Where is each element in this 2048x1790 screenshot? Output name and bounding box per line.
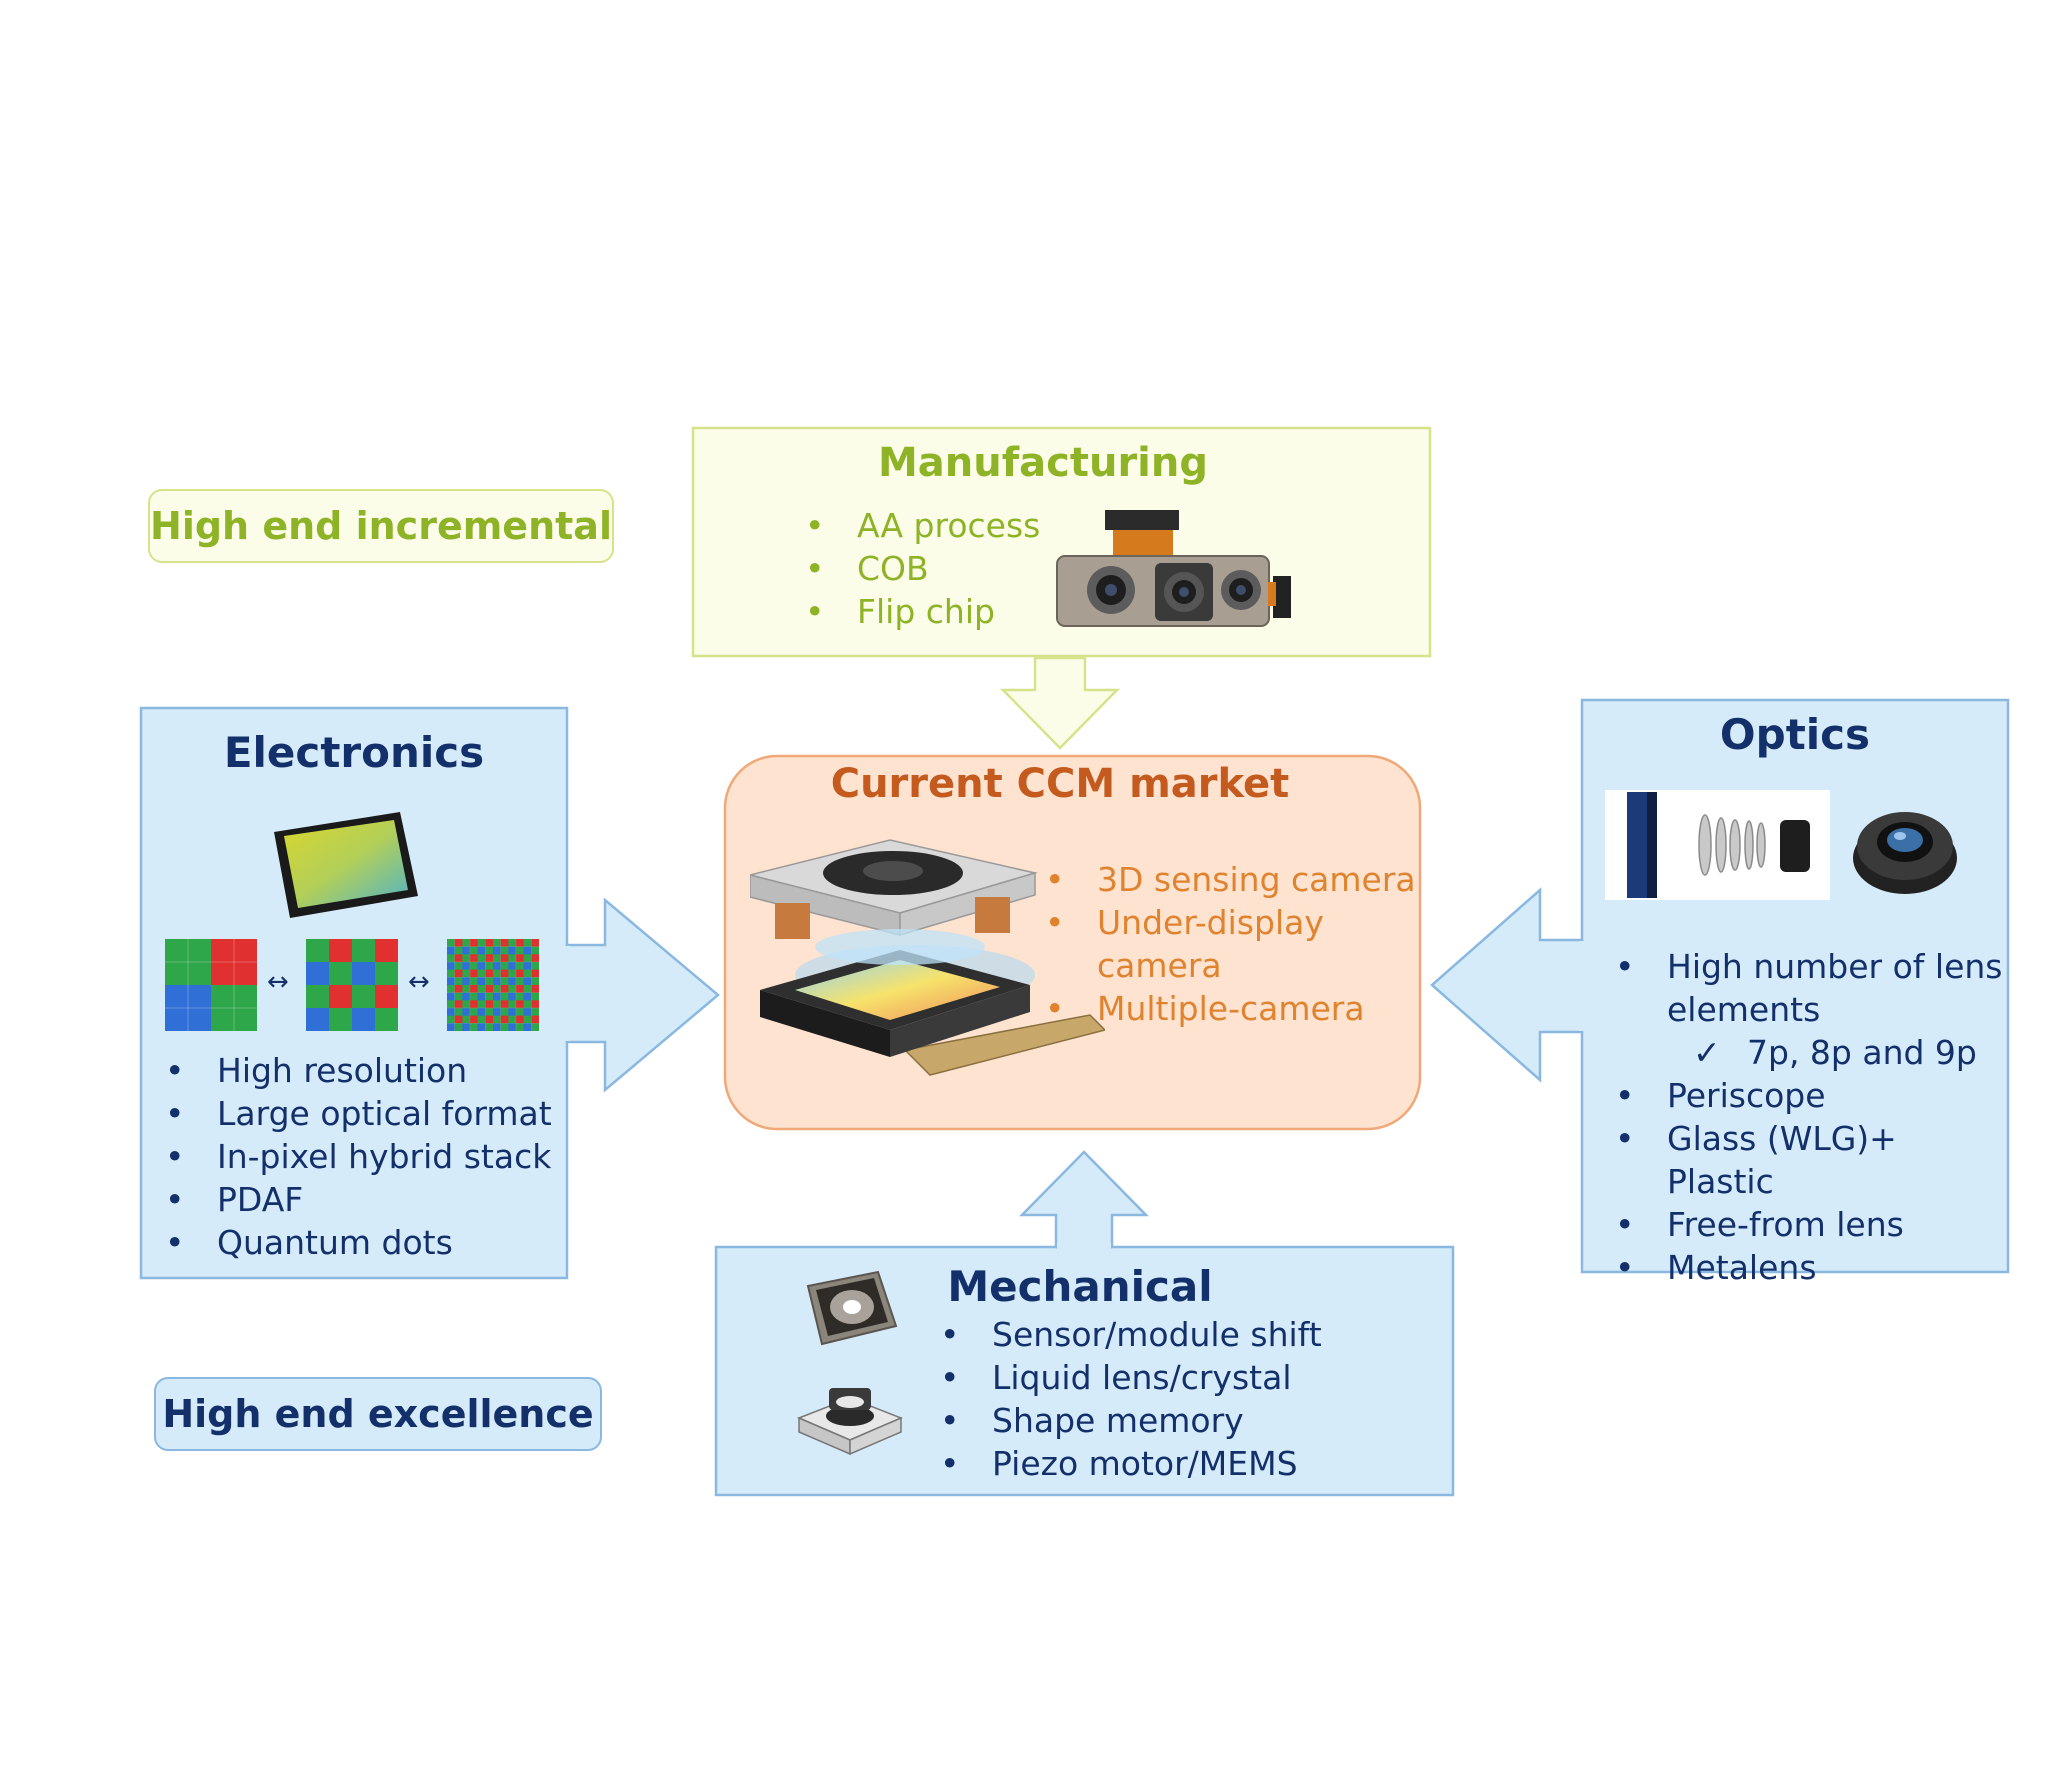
optics-arrow xyxy=(1430,887,1584,1083)
list-item: AA process xyxy=(795,504,1075,547)
legend-incremental: High end incremental xyxy=(148,489,614,563)
lens-stack-icon xyxy=(1605,790,1830,900)
optics-item-1-line1: High number of lens xyxy=(1667,947,2003,986)
vcm-icon xyxy=(797,1388,903,1456)
list-item: Large optical format xyxy=(155,1092,565,1135)
list-item: Liquid lens/crystal xyxy=(930,1356,1370,1399)
list-item: PDAF xyxy=(155,1178,565,1221)
mechanical-list: Sensor/module shift Liquid lens/crystal … xyxy=(930,1313,1370,1485)
manufacturing-arrow xyxy=(1000,656,1120,750)
electronics-list: High resolution Large optical format In-… xyxy=(155,1049,565,1264)
list-item: Glass (WLG)+ Plastic xyxy=(1605,1117,2005,1203)
list-item: Flip chip xyxy=(795,590,1075,633)
list-item: In-pixel hybrid stack xyxy=(155,1135,565,1178)
list-item: Under-display camera xyxy=(1035,901,1425,987)
list-item: Sensor/module shift xyxy=(930,1313,1370,1356)
list-item: Quantum dots xyxy=(155,1221,565,1264)
optics-list: High number of lens elements ✓ 7p, 8p an… xyxy=(1605,945,2005,1289)
list-item: Multiple-camera xyxy=(1035,987,1425,1030)
legend-excellence-label: High end excellence xyxy=(162,1392,594,1436)
list-subitem: ✓ 7p, 8p and 9p xyxy=(1605,1031,2005,1074)
optics-subitem-label: 7p, 8p and 9p xyxy=(1747,1033,1977,1072)
actuator-icon xyxy=(806,1270,898,1346)
lens-unit-icon xyxy=(1853,812,1957,894)
manufacturing-title: Manufacturing xyxy=(878,440,1208,486)
check-icon: ✓ xyxy=(1693,1033,1721,1072)
list-item: Piezo motor/MEMS xyxy=(930,1442,1370,1485)
camera-module-icon xyxy=(1056,510,1291,627)
legend-incremental-label: High end incremental xyxy=(150,504,612,548)
list-item: Shape memory xyxy=(930,1399,1370,1442)
list-item: High number of lens elements xyxy=(1605,945,2005,1031)
transition-arrow: ↔ xyxy=(408,967,430,997)
optics-title: Optics xyxy=(1719,710,1871,759)
transition-arrow: ↔ xyxy=(267,967,289,997)
bayer-pattern-icon xyxy=(306,939,398,1031)
list-item: COB xyxy=(795,547,1075,590)
list-item: 3D sensing camera xyxy=(1035,858,1425,901)
bayer-pattern-row: ↔ ↔ xyxy=(165,939,545,1031)
electronics-arrow xyxy=(565,897,720,1093)
optics-item-1-line2: elements xyxy=(1667,990,1821,1029)
bayer-pattern-icon xyxy=(165,939,257,1031)
center-list: 3D sensing camera Under-display camera M… xyxy=(1035,858,1425,1030)
manufacturing-list: AA process COB Flip chip xyxy=(795,504,1075,633)
list-item: Free-from lens xyxy=(1605,1203,2005,1246)
electronics-title: Electronics xyxy=(223,728,485,777)
bayer-pattern-icon xyxy=(447,939,539,1031)
center-title: Current CCM market xyxy=(830,761,1290,807)
mechanical-arrow xyxy=(1019,1150,1149,1249)
list-item: High resolution xyxy=(155,1049,565,1092)
legend-excellence: High end excellence xyxy=(154,1377,602,1451)
mechanical-title: Mechanical xyxy=(947,1262,1213,1311)
list-item: Metalens xyxy=(1605,1246,2005,1289)
ccm-exploded-icon xyxy=(750,839,1105,1076)
list-item: Periscope xyxy=(1605,1074,2005,1117)
image-sensor-icon xyxy=(274,812,418,918)
